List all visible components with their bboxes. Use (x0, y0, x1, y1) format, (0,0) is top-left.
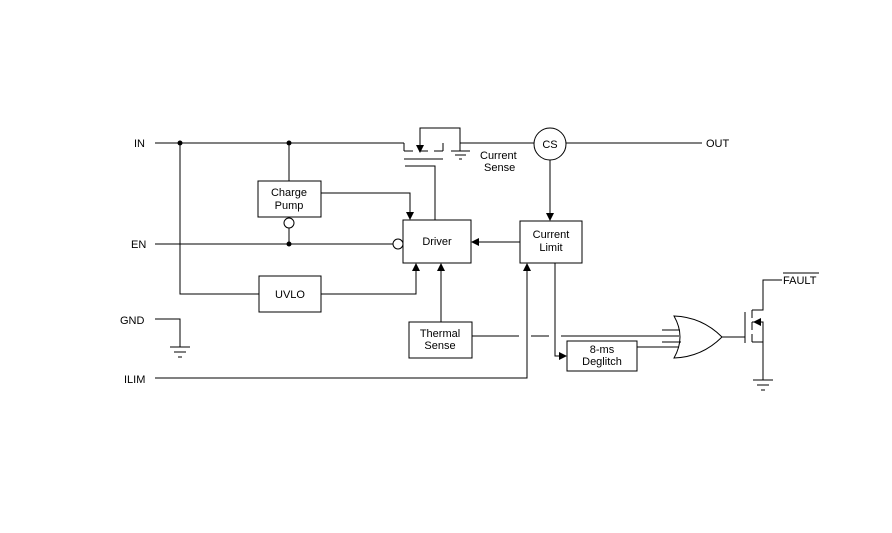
uvlo-label: UVLO (275, 289, 305, 301)
thermal-sense-label-2: Sense (424, 340, 455, 352)
cs-label: CS (542, 139, 557, 151)
driver-block: Driver (392, 219, 472, 264)
or-gate (662, 315, 723, 359)
arrowhead (437, 263, 445, 271)
junction-dot (177, 140, 183, 146)
current-sense-ground-icon (451, 150, 470, 160)
thermal-sense-block: Thermal Sense (408, 321, 473, 359)
driver-box (402, 219, 472, 264)
deglitch-box (566, 340, 638, 372)
ground-icon (170, 346, 190, 358)
deglitch-label-1: 8-ms (590, 344, 615, 356)
pin-ilim-label: ILIM (124, 374, 145, 386)
charge-pump-to-driver-wire (321, 192, 411, 214)
arrowhead (523, 263, 531, 271)
pin-gnd-label: GND (120, 315, 145, 327)
fault-fet-body (752, 321, 764, 342)
deglitch-block: 8-ms Deglitch (566, 340, 638, 372)
uvlo-block: UVLO (258, 275, 322, 313)
junction-dot (286, 241, 292, 247)
current-limit-to-deglitch-wire (554, 263, 561, 357)
fault-fet-source (752, 341, 764, 380)
pass-fet (403, 127, 470, 160)
gnd-wire (155, 318, 181, 347)
fault-fet-arrow (753, 318, 761, 326)
ilim-wire (155, 269, 528, 379)
cs-block: CS (533, 127, 567, 161)
or-gate-icon (673, 315, 723, 359)
charge-pump-block: Charge Pump (257, 180, 322, 229)
ground-icon (753, 379, 773, 391)
thermal-sense-label-1: Thermal (420, 328, 460, 340)
current-limit-box (519, 220, 583, 264)
pin-fault-label: FAULT (783, 275, 817, 287)
current-sense-label-2: Sense (484, 162, 515, 174)
arrowhead (471, 238, 479, 246)
junctions (177, 140, 292, 247)
pin-out-label: OUT (706, 138, 730, 150)
arrowhead (546, 213, 554, 221)
fault-fet (744, 279, 782, 391)
current-limit-label-1: Current (533, 229, 570, 241)
thermal-sense-box (408, 321, 473, 359)
pin-en-label: EN (131, 239, 146, 251)
inverter-bubble-icon (392, 238, 404, 250)
in-to-uvlo-wire (179, 143, 259, 295)
pass-fet-arrow (416, 145, 424, 153)
arrowheads (406, 212, 567, 360)
current-sense-label-1: Current (480, 150, 517, 162)
current-limit-label-2: Limit (539, 242, 562, 254)
pass-fet-bridge (419, 127, 461, 151)
current-limit-block: Current Limit (519, 220, 583, 264)
uvlo-to-driver-wire (321, 268, 417, 295)
driver-label: Driver (422, 236, 452, 248)
or-gate-inputs (662, 329, 681, 343)
charge-pump-box (257, 180, 322, 218)
junction-dot (286, 140, 292, 146)
fault-fet-drain (752, 279, 782, 311)
driver-to-gate-wire (405, 165, 436, 220)
charge-pump-label-1: Charge (271, 187, 307, 199)
pin-labels: IN EN GND ILIM OUT FAULT Current Sense (120, 138, 819, 386)
arrowhead (406, 212, 414, 220)
inverter-bubble-icon (283, 217, 295, 229)
wires (155, 142, 745, 379)
pin-in-label: IN (134, 138, 145, 150)
uvlo-box (258, 275, 322, 313)
deglitch-label-2: Deglitch (582, 356, 622, 368)
charge-pump-label-2: Pump (275, 200, 304, 212)
arrowhead (412, 263, 420, 271)
cs-circle (533, 127, 567, 161)
arrowhead (559, 352, 567, 360)
gnd-symbol (170, 346, 190, 358)
